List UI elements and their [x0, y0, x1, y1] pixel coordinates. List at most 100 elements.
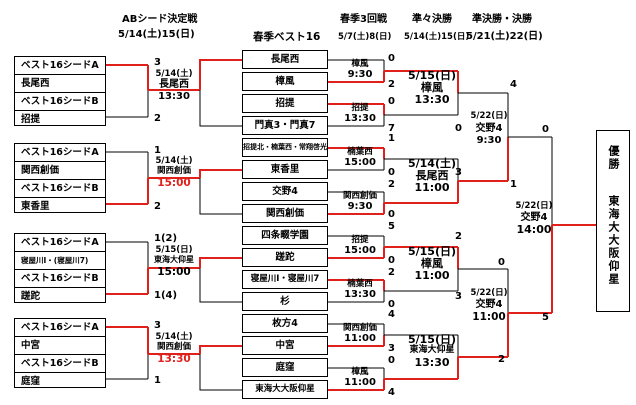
r3-time: 9:30	[347, 201, 373, 212]
team-score: 0	[388, 255, 395, 266]
qf-date: 5/15(日)	[407, 245, 457, 258]
seed-output-line	[199, 169, 242, 178]
seed-match-date: 5/14(土)	[155, 332, 193, 342]
team-box: 枚方4	[242, 314, 328, 333]
seed-label-b: ベスト16シードB	[15, 269, 105, 287]
team-score: 7	[388, 123, 395, 134]
sf-title: 準決勝・決勝	[472, 14, 532, 25]
team-box: 交野4	[242, 182, 328, 201]
seed-score-bottom: 1	[154, 375, 161, 386]
seed-match-time: 13:30	[158, 91, 190, 102]
r3-venue: 関西創価	[342, 191, 377, 201]
r3-venue: 招提	[351, 103, 369, 113]
qf-date: 5/14(土)	[407, 157, 457, 170]
seed-match-date: 5/15(日)	[155, 245, 193, 255]
r3-venue: 楠葉西	[347, 279, 373, 289]
team-box: 関西創価	[242, 204, 328, 223]
sf-date: 5/22(日)	[470, 111, 508, 121]
team-box: 門真3・門真7	[242, 116, 328, 135]
champion-label: 優勝	[607, 145, 620, 171]
team-score: 2	[388, 179, 395, 190]
seed-team-a: 関西創価	[15, 161, 105, 179]
seed-score-top: 3	[154, 320, 161, 331]
seed-output-line	[199, 354, 242, 391]
seed-block-2: ベスト16シードA 関西創価 ベスト16シードB 東香里	[14, 143, 106, 213]
team-score: 0	[388, 209, 395, 220]
center-title: 春季ベスト16	[253, 31, 321, 43]
seed-score-bottom: 1(4)	[154, 290, 178, 301]
qf-venue: 樟風	[421, 81, 443, 94]
r3-venue: 楠葉西	[347, 147, 373, 157]
qf-time: 11:00	[414, 181, 450, 194]
ab-seed-date: 5/14(土)15(日)	[118, 29, 195, 40]
r3-time: 13:30	[344, 113, 376, 124]
seed-score-top: 1(2)	[154, 233, 178, 244]
r3-time: 13:30	[344, 289, 376, 300]
r3-time: 15:00	[344, 245, 376, 256]
team-score: 2	[388, 79, 395, 90]
qf-venue: 長尾西	[415, 169, 449, 182]
team-score: 0	[388, 299, 395, 310]
seed-match-date: 5/14(土)	[155, 69, 193, 79]
qf-score: 3	[455, 167, 462, 178]
sf-venue: 交野4	[475, 299, 503, 310]
final-venue: 交野4	[520, 212, 548, 223]
qf-title: 準々決勝	[412, 14, 452, 25]
seed-label-b: ベスト16シードB	[15, 354, 105, 372]
seed-match-venue: 東海大仰星	[154, 255, 194, 264]
seed-label-a: ベスト16シードA	[21, 322, 99, 333]
team-box: 寝屋川Ⅰ・寝屋川7	[242, 270, 328, 289]
r3-venue: 関西創価	[342, 323, 377, 333]
r3-time: 9:30	[347, 69, 373, 80]
qf-time: 11:00	[414, 269, 450, 282]
team-box: 四条畷学園	[242, 226, 328, 245]
qf-date: 5/15(日)	[407, 333, 457, 346]
sf-score-top: 0	[498, 257, 505, 268]
seed-match-venue: 関西創価	[156, 166, 191, 176]
team-score: 0	[388, 53, 395, 64]
team-score: 0	[388, 167, 395, 178]
seed-output-line	[199, 90, 242, 127]
seed-output-line	[199, 178, 242, 215]
sf-time: 11:00	[472, 311, 506, 323]
team-box: 招提北・楠葉西・常翔啓光	[242, 138, 328, 157]
qf-venue: 東海大仰星	[409, 345, 455, 355]
champion-box: 優勝 東海大大阪仰星	[596, 130, 630, 312]
seed-block-3: ベスト16シードA 寝屋川Ⅰ・(寝屋川7) ベスト16シードB 蹉跎	[14, 233, 106, 303]
team-score: 5	[388, 221, 395, 232]
seed-team-a: 中宮	[15, 336, 105, 354]
seed-match-venue: 長尾西	[159, 79, 189, 90]
team-box: 庭窪	[242, 358, 328, 377]
seed-label-a: ベスト16シードA	[21, 237, 99, 248]
seed-output-line	[199, 345, 242, 354]
seed-team-a: 長尾西	[15, 74, 105, 92]
seed-score-bottom: 2	[154, 113, 161, 124]
sf-time: 9:30	[476, 135, 502, 146]
r3-venue: 樟風	[351, 367, 369, 377]
seed-match-date: 5/14(土)	[155, 156, 193, 166]
final-score-bottom: 5	[542, 312, 549, 323]
r3-time: 11:00	[344, 333, 376, 344]
r3-venue: 招提	[351, 235, 369, 245]
seed-score-top: 3	[154, 57, 161, 68]
team-score: 2	[388, 267, 395, 278]
team-score: 0	[388, 355, 395, 366]
team-box: 蹉跎	[242, 248, 328, 267]
seed-block-4: ベスト16シードA 中宮 ベスト16シードB 庭窪	[14, 318, 106, 388]
sf-score-bottom: 1	[510, 179, 517, 190]
team-score: 4	[388, 309, 395, 320]
seed-team-b: 東香里	[15, 197, 105, 215]
qf-venue: 樟風	[421, 257, 443, 270]
ab-seed-title: ABシード決定戦	[122, 14, 198, 25]
seed-score-bottom: 2	[154, 201, 161, 212]
final-date: 5/22(日)	[515, 201, 553, 211]
team-box: 長尾西	[242, 50, 328, 69]
final-score-top: 0	[542, 124, 549, 135]
r3-date: 5/7(土)8(日)	[338, 32, 392, 42]
qf-score: 3	[455, 291, 462, 302]
seed-score-top: 1	[154, 145, 161, 156]
seed-team-b: 招提	[15, 110, 105, 128]
seed-label-b: ベスト16シードB	[15, 179, 105, 197]
qf-date: 5/15(日)	[407, 69, 457, 82]
